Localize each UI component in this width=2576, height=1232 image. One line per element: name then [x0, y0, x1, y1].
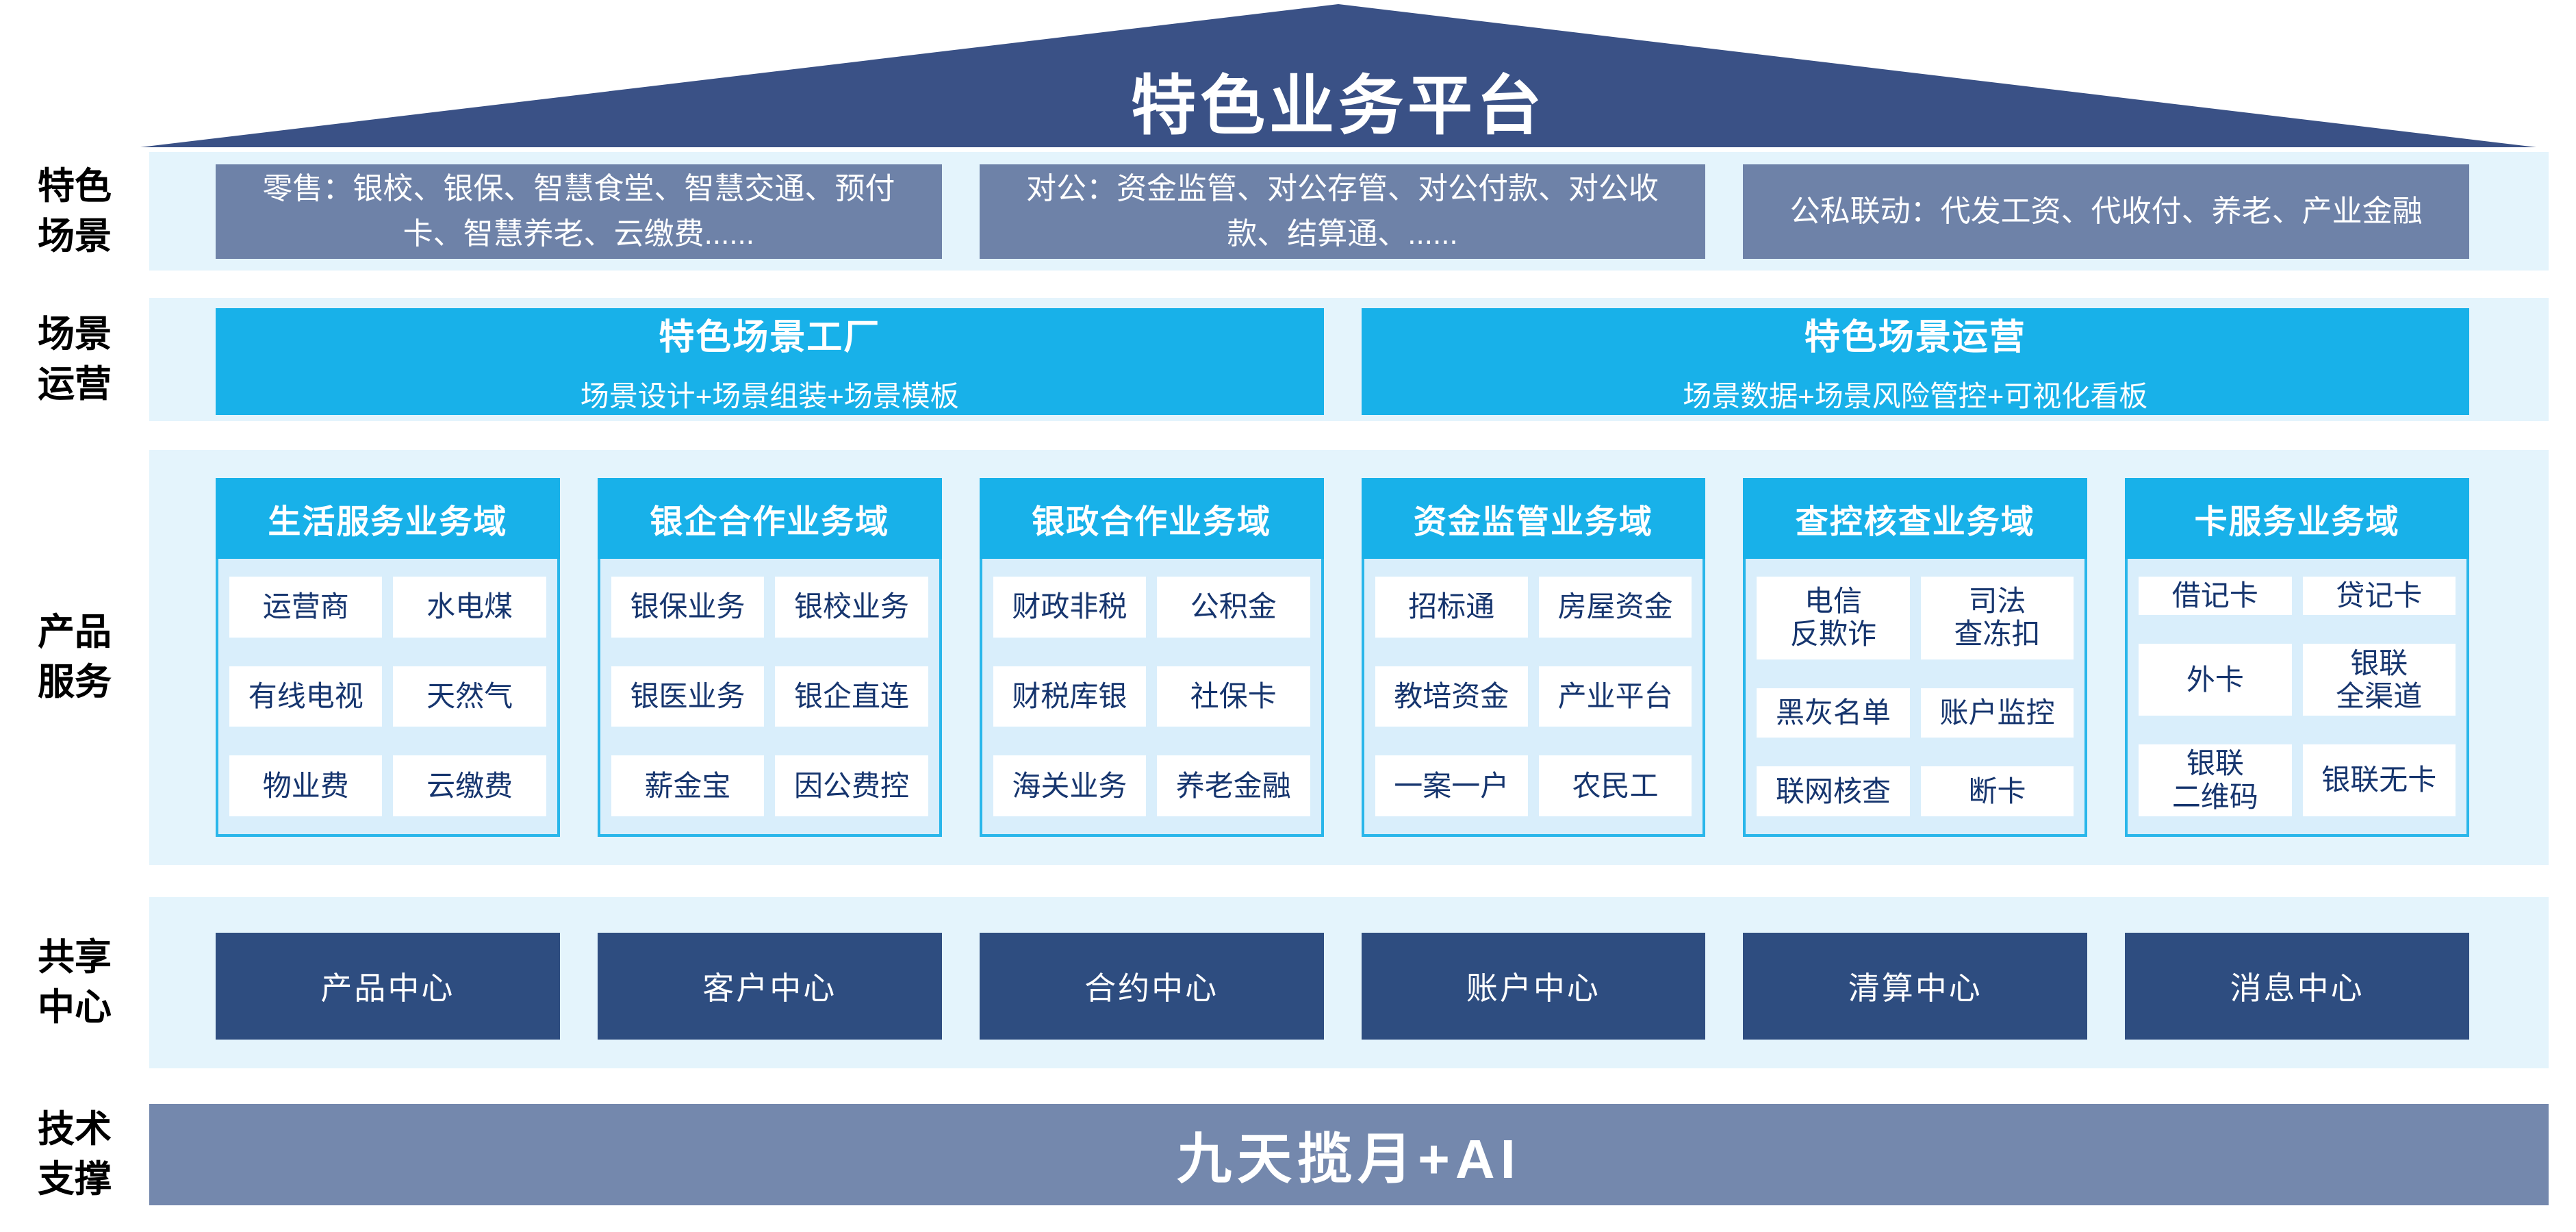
operation-box-subtitle: 场景数据+场景风险管控+可视化看板 [1683, 380, 2148, 412]
domain-cell: 因公费控 [775, 755, 928, 816]
domain-cell: 云缴费 [393, 755, 546, 816]
center-box-message: 消息中心 [2125, 933, 2469, 1040]
domain-card-life-service: 生活服务业务域 运营商 水电煤 有线电视 天然气 物业费 云缴费 [216, 478, 560, 837]
domain-body: 财政非税 公积金 财税库银 社保卡 海关业务 养老金融 [979, 559, 1324, 837]
scenario-row: 零售：银校、银保、智慧食堂、智慧交通、预付卡、智慧养老、云缴费...... 对公… [216, 164, 2469, 259]
operation-box-subtitle: 场景设计+场景组装+场景模板 [580, 380, 959, 412]
domain-body: 电信 反欺诈 司法 查冻扣 黑灰名单 账户监控 联网核查 断卡 [1743, 559, 2088, 837]
side-label-products: 产品 服务 [38, 612, 112, 703]
side-label-scenarios: 特色 场景 [38, 165, 112, 257]
scenario-box-corporate: 对公：资金监管、对公存管、对公付款、对公收款、结算通、...... [979, 164, 1706, 259]
center-row: 产品中心 客户中心 合约中心 账户中心 清算中心 消息中心 [216, 933, 2469, 1040]
domain-cell: 养老金融 [1157, 755, 1310, 816]
domain-cell: 财政非税 [993, 577, 1147, 638]
domain-cell: 薪金宝 [611, 755, 765, 816]
domain-cell: 外卡 [2139, 644, 2292, 716]
operation-box-operation: 特色场景运营 场景数据+场景风险管控+可视化看板 [1361, 308, 2469, 415]
domain-card-bank-enterprise: 银企合作业务域 银保业务 银校业务 银医业务 银企直连 薪金宝 因公费控 [597, 478, 942, 837]
domain-cell: 银校业务 [775, 577, 928, 638]
domain-header: 资金监管业务域 [1361, 478, 1706, 559]
domain-card-bank-government: 银政合作业务域 财政非税 公积金 财税库银 社保卡 海关业务 养老金融 [979, 478, 1324, 837]
domain-header: 银企合作业务域 [597, 478, 942, 559]
domain-cell: 物业费 [229, 755, 383, 816]
domain-card-card-service: 卡服务业务域 借记卡 贷记卡 外卡 银联 全渠道 银联 二维码 银联无卡 [2125, 478, 2469, 837]
side-label-operations: 场景 运营 [38, 314, 112, 405]
domain-cell: 运营商 [229, 577, 383, 638]
domain-cell: 天然气 [393, 666, 546, 727]
scenario-box-retail: 零售：银校、银保、智慧食堂、智慧交通、预付卡、智慧养老、云缴费...... [216, 164, 942, 259]
domain-cell: 教培资金 [1375, 666, 1528, 727]
domain-cell: 银联 全渠道 [2302, 644, 2456, 716]
domain-cell: 农民工 [1538, 755, 1692, 816]
domain-cell: 账户监控 [1920, 688, 2074, 738]
domain-cell: 黑灰名单 [1757, 688, 1910, 738]
domain-cell: 一案一户 [1375, 755, 1528, 816]
operation-row: 特色场景工厂 场景设计+场景组装+场景模板 特色场景运营 场景数据+场景风险管控… [216, 308, 2469, 415]
domain-cell: 司法 查冻扣 [1920, 577, 2074, 659]
domain-header: 查控核查业务域 [1743, 478, 2088, 559]
domain-cell: 断卡 [1920, 766, 2074, 816]
domain-body: 借记卡 贷记卡 外卡 银联 全渠道 银联 二维码 银联无卡 [2125, 559, 2469, 837]
domain-cell: 有线电视 [229, 666, 383, 727]
center-box-account: 账户中心 [1361, 933, 1706, 1040]
domain-cell: 银医业务 [611, 666, 765, 727]
center-box-product: 产品中心 [216, 933, 560, 1040]
side-label-centers: 共享 中心 [38, 937, 112, 1028]
domain-cell: 公积金 [1157, 577, 1310, 638]
domain-cell: 联网核查 [1757, 766, 1910, 816]
platform-title: 特色业务平台 [1130, 70, 1546, 142]
operation-box-factory: 特色场景工厂 场景设计+场景组装+场景模板 [216, 308, 1324, 415]
domain-cell: 房屋资金 [1538, 577, 1692, 638]
domain-body: 招标通 房屋资金 教培资金 产业平台 一案一户 农民工 [1361, 559, 1706, 837]
domain-header: 卡服务业务域 [2125, 478, 2469, 559]
domain-cell: 银企直连 [775, 666, 928, 727]
domain-card-fund-supervision: 资金监管业务域 招标通 房屋资金 教培资金 产业平台 一案一户 农民工 [1361, 478, 1706, 837]
tech-support-bar: 九天揽月+AI [149, 1104, 2549, 1205]
domain-body: 银保业务 银校业务 银医业务 银企直连 薪金宝 因公费控 [597, 559, 942, 837]
domain-row: 生活服务业务域 运营商 水电煤 有线电视 天然气 物业费 云缴费 银企合作业务域… [216, 478, 2469, 837]
domain-cell: 财税库银 [993, 666, 1147, 727]
domain-cell: 水电煤 [393, 577, 546, 638]
domain-cell: 借记卡 [2139, 577, 2292, 616]
domain-card-inquiry-control: 查控核查业务域 电信 反欺诈 司法 查冻扣 黑灰名单 账户监控 联网核查 断卡 [1743, 478, 2088, 837]
domain-header: 生活服务业务域 [216, 478, 560, 559]
domain-header: 银政合作业务域 [979, 478, 1324, 559]
center-box-customer: 客户中心 [597, 933, 942, 1040]
side-label-tech: 技术 支撑 [38, 1109, 112, 1200]
domain-cell: 银保业务 [611, 577, 765, 638]
domain-cell: 银联无卡 [2302, 744, 2456, 816]
domain-cell: 贷记卡 [2302, 577, 2456, 616]
operation-box-title: 特色场景工厂 [659, 318, 881, 357]
domain-body: 运营商 水电煤 有线电视 天然气 物业费 云缴费 [216, 559, 560, 837]
domain-cell: 海关业务 [993, 755, 1147, 816]
domain-cell: 社保卡 [1157, 666, 1310, 727]
center-box-contract: 合约中心 [979, 933, 1324, 1040]
operation-box-title: 特色场景运营 [1804, 318, 2026, 357]
domain-cell: 电信 反欺诈 [1757, 577, 1910, 659]
domain-cell: 产业平台 [1538, 666, 1692, 727]
domain-cell: 银联 二维码 [2139, 744, 2292, 816]
center-box-clearing: 清算中心 [1743, 933, 2088, 1040]
domain-cell: 招标通 [1375, 577, 1528, 638]
scenario-box-linkage: 公私联动：代发工资、代收付、养老、产业金融 [1743, 164, 2469, 259]
